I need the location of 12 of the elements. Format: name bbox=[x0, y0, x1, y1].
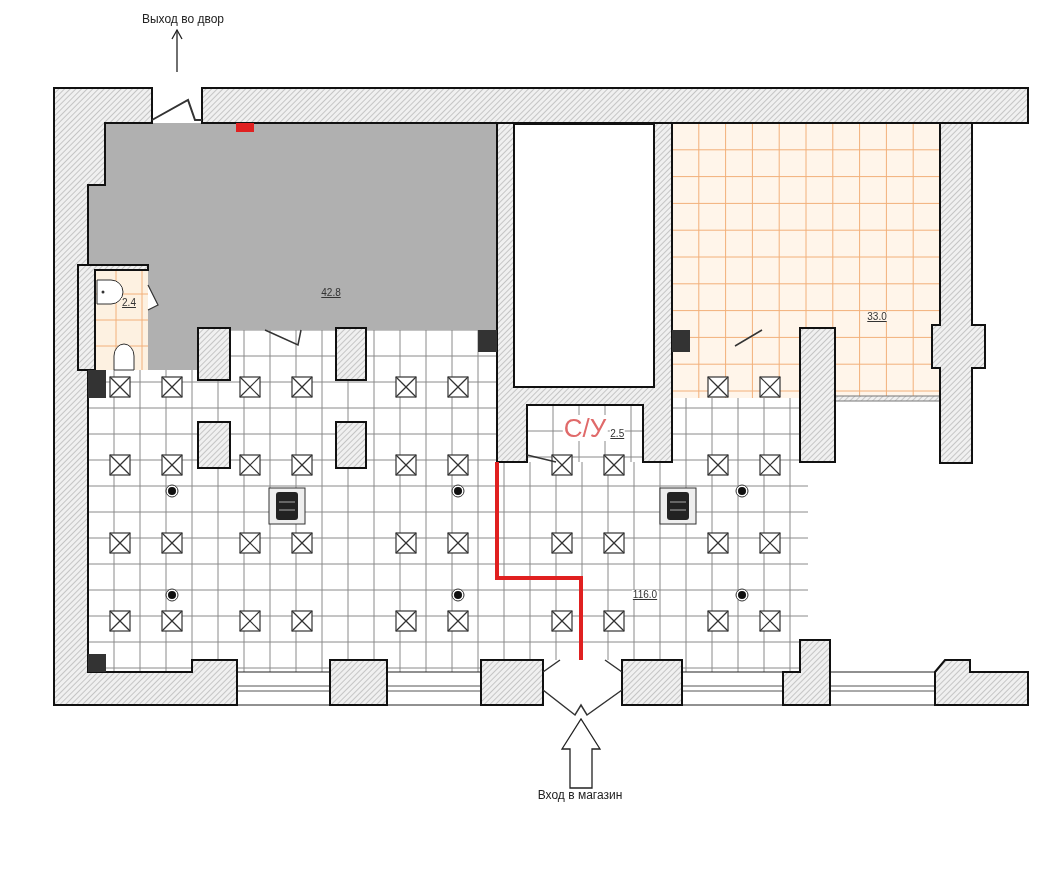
empty-room bbox=[513, 123, 655, 388]
route-line bbox=[495, 462, 583, 660]
caption-text: Вход в магазин bbox=[530, 786, 630, 804]
arrow bbox=[171, 29, 183, 73]
room-label: С/У bbox=[562, 415, 608, 441]
area-value: 2.5 bbox=[609, 429, 626, 439]
area-value: 33.0 bbox=[866, 312, 888, 322]
caption-text: Выход во двор bbox=[128, 8, 238, 30]
block-arrow bbox=[560, 717, 602, 789]
area-value: 116.0 bbox=[631, 590, 659, 600]
area-value: 42.8 bbox=[320, 288, 342, 298]
area-value: 2.4 bbox=[121, 298, 137, 308]
